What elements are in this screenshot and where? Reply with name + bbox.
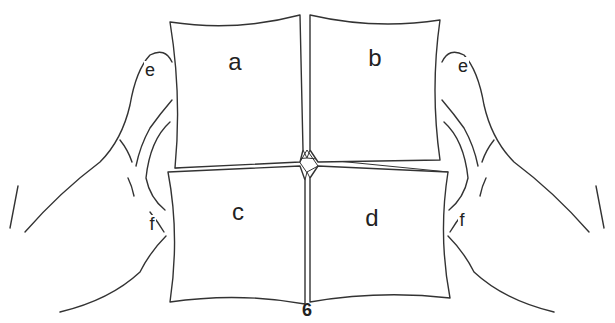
paper-flap: c: [162, 160, 310, 308]
flap-outline: [162, 160, 310, 308]
flap-outline: [165, 10, 310, 172]
finger-letter: e: [457, 57, 469, 75]
flap-outline: [305, 160, 455, 308]
flap-letter: a: [228, 50, 241, 74]
flap-letter: c: [232, 200, 244, 224]
paper-flap: b: [305, 10, 445, 167]
finger-letter: f: [148, 215, 155, 233]
flap-letter: d: [365, 206, 378, 230]
finger-letter: e: [144, 61, 156, 79]
figure-number: 6: [301, 301, 313, 319]
flap-outline: [305, 10, 445, 167]
flap-letter: b: [368, 46, 381, 70]
paper-flap: d: [305, 160, 455, 308]
paper-flap: a: [165, 10, 310, 172]
finger-letter: f: [458, 211, 465, 229]
